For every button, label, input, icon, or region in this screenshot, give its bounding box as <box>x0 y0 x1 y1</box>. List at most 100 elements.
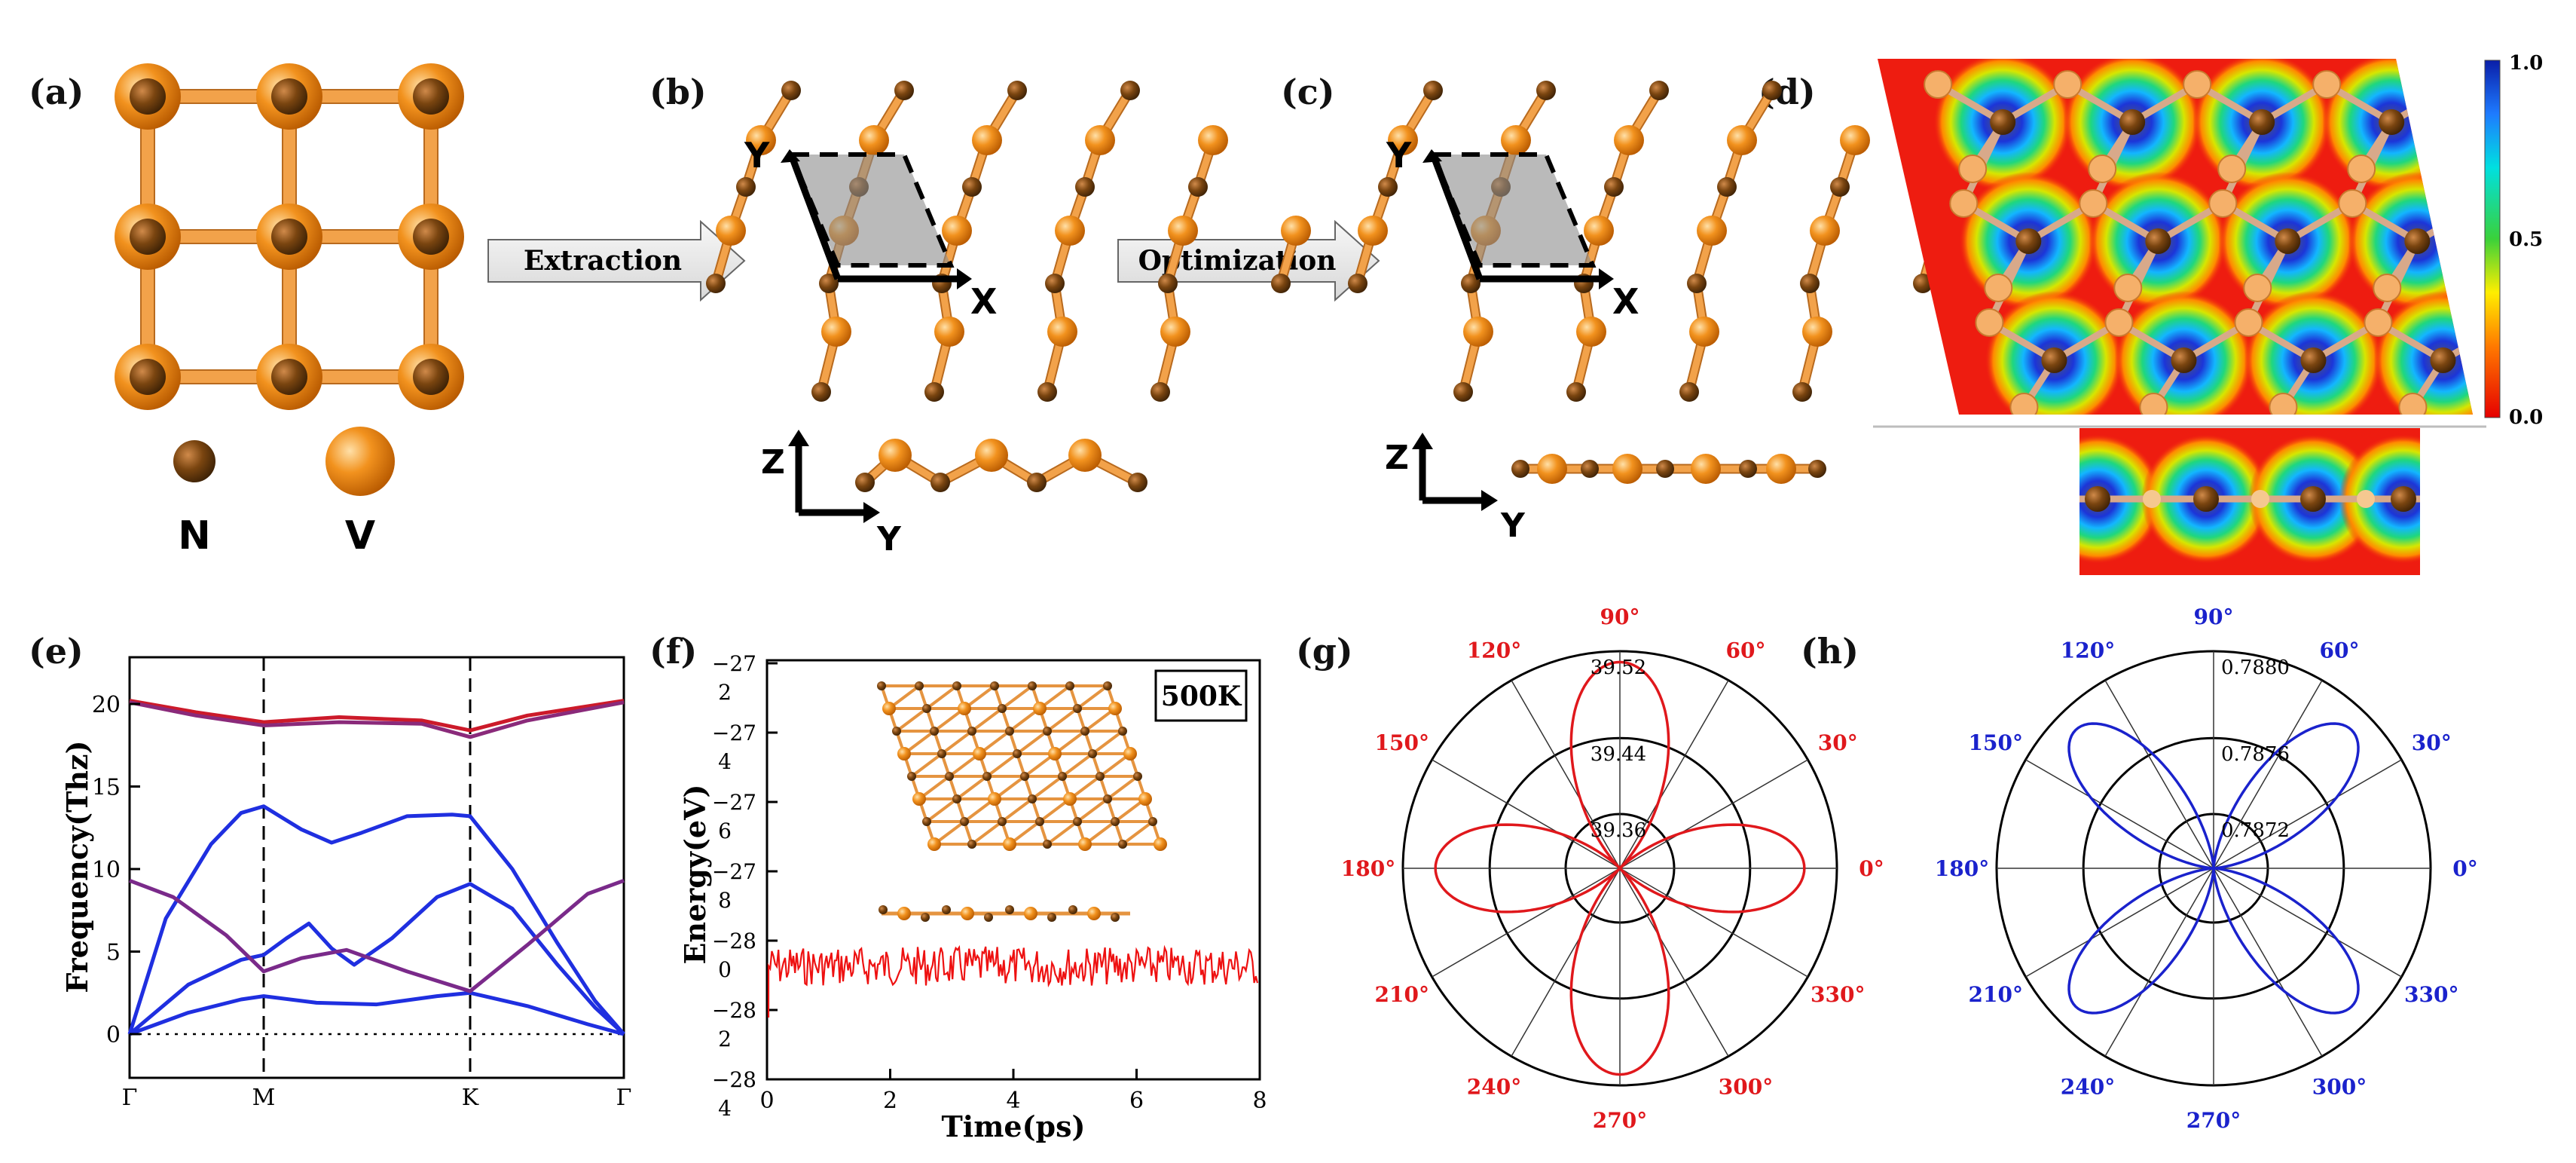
phonon-xtick-label: Γ <box>616 1085 632 1111</box>
panel-a-structure <box>115 63 464 496</box>
n-atom <box>1148 817 1157 826</box>
aimd-ytick-label-suffix: 6 <box>718 819 732 843</box>
v-atom <box>975 439 1008 472</box>
polar-spoke <box>2025 868 2214 978</box>
elf-v-atom <box>2139 393 2168 415</box>
axis-label-x-b: X <box>970 281 997 322</box>
v-atom <box>746 125 776 155</box>
v-atom <box>958 702 971 715</box>
elf-map-side <box>2079 428 2420 575</box>
n-atom <box>130 78 166 115</box>
aimd-ytick-label-suffix: 2 <box>718 680 732 705</box>
phonon-band <box>129 700 625 739</box>
elf-v-atom <box>2208 189 2238 218</box>
polar-angle-label: 300° <box>1719 1074 1773 1099</box>
v-atom <box>972 125 1002 155</box>
v-atom <box>1463 317 1493 347</box>
elf-v-atom <box>1958 155 1988 183</box>
panel-label-f: (f) <box>649 631 697 672</box>
n-atom <box>922 817 931 826</box>
n-atom <box>998 817 1007 826</box>
v-atom <box>1033 702 1047 715</box>
phonon-ytick-label: 15 <box>92 775 121 801</box>
n-atom <box>1679 382 1699 402</box>
polar-angle-label: 180° <box>1935 856 1989 881</box>
v-atom <box>1612 454 1642 484</box>
n-atom <box>1158 274 1178 293</box>
elf-side-v-atom <box>2251 490 2269 508</box>
elf-v-atom <box>2113 274 2143 302</box>
elf-side-n-atom <box>2193 486 2219 512</box>
v-atom <box>879 439 912 472</box>
n-atom <box>1830 177 1850 197</box>
phonon-ytick-label: 10 <box>92 857 121 883</box>
panel-label-e: (e) <box>29 631 84 672</box>
n-atom <box>1095 772 1105 781</box>
v-atom <box>716 216 746 246</box>
inset-bond <box>1016 730 1049 755</box>
extraction-arrow: Extraction <box>487 219 746 302</box>
polar-angle-label: 180° <box>1341 856 1395 881</box>
v-atom <box>1691 454 1721 484</box>
v-atom <box>1003 837 1016 851</box>
phonon-xtick-label: M <box>252 1085 276 1111</box>
inset-bond <box>955 775 989 800</box>
panel-c-structure <box>1348 81 1953 402</box>
n-atom <box>271 78 307 115</box>
v-atom <box>897 747 911 761</box>
v-atom <box>1614 125 1644 155</box>
inset-bond <box>1046 707 1079 733</box>
aimd-ytick-label-suffix: 2 <box>718 1027 732 1051</box>
inset-bond <box>1076 684 1109 710</box>
v-atom <box>988 792 1001 806</box>
n-atom <box>1536 81 1556 100</box>
n-atom <box>271 219 307 255</box>
elf-side-v-atom <box>2143 490 2161 508</box>
elf-v-atom <box>2347 155 2376 183</box>
v-atom <box>897 907 911 920</box>
v-atom <box>1168 216 1198 246</box>
n-atom <box>173 440 215 482</box>
polar-radial-label: 0.7880 <box>2221 656 2290 679</box>
n-atom <box>1020 772 1029 781</box>
v-atom <box>1085 125 1115 155</box>
elf-v-atom <box>1924 70 1953 99</box>
n-atom <box>942 905 951 914</box>
colorbar: 1.0 0.5 0.0 <box>2484 52 2543 429</box>
elf-v-atom <box>2338 189 2367 218</box>
v-atom <box>1501 125 1531 155</box>
aimd-xtick-label: 4 <box>1006 1088 1020 1114</box>
elf-v-atom <box>2364 308 2393 337</box>
polar-spoke <box>1619 680 1729 869</box>
legend-n-label: N <box>178 513 211 559</box>
polar-angle-label: 120° <box>2061 638 2115 663</box>
n-atom <box>1088 749 1097 758</box>
elf-side-n-atom <box>2391 486 2416 512</box>
n-atom <box>1271 274 1291 293</box>
v-atom <box>927 837 941 851</box>
v-atom <box>1727 125 1757 155</box>
polar-spoke <box>1619 868 1729 1057</box>
v-atom <box>1537 454 1567 484</box>
polar-angle-label: 90° <box>1600 604 1640 629</box>
n-atom <box>945 772 954 781</box>
n-atom <box>1581 460 1599 478</box>
inset-bond <box>1076 797 1109 823</box>
polar-spoke <box>1511 680 1621 869</box>
polar-angle-label: 330° <box>1811 982 1865 1007</box>
polar-radial-label: 39.52 <box>1591 656 1646 679</box>
polar-angle-label: 210° <box>1375 982 1429 1007</box>
inset-bond <box>970 707 1004 733</box>
polar-angle-label: 270° <box>2186 1108 2241 1133</box>
polar-angle-label: 60° <box>1726 638 1766 663</box>
n-atom <box>706 274 726 293</box>
axis-label-y2-b: Y <box>876 520 902 559</box>
v-atom <box>1358 216 1388 246</box>
polar-radial-label: 39.44 <box>1591 743 1646 766</box>
n-atom <box>781 81 801 100</box>
aimd-ytick-label: −28 <box>712 929 756 953</box>
elf-v-atom <box>2217 155 2247 183</box>
axis-label-z-c: Z <box>1385 439 1409 477</box>
elf-n-atom <box>2145 228 2171 254</box>
panel-label-b: (b) <box>649 72 707 112</box>
